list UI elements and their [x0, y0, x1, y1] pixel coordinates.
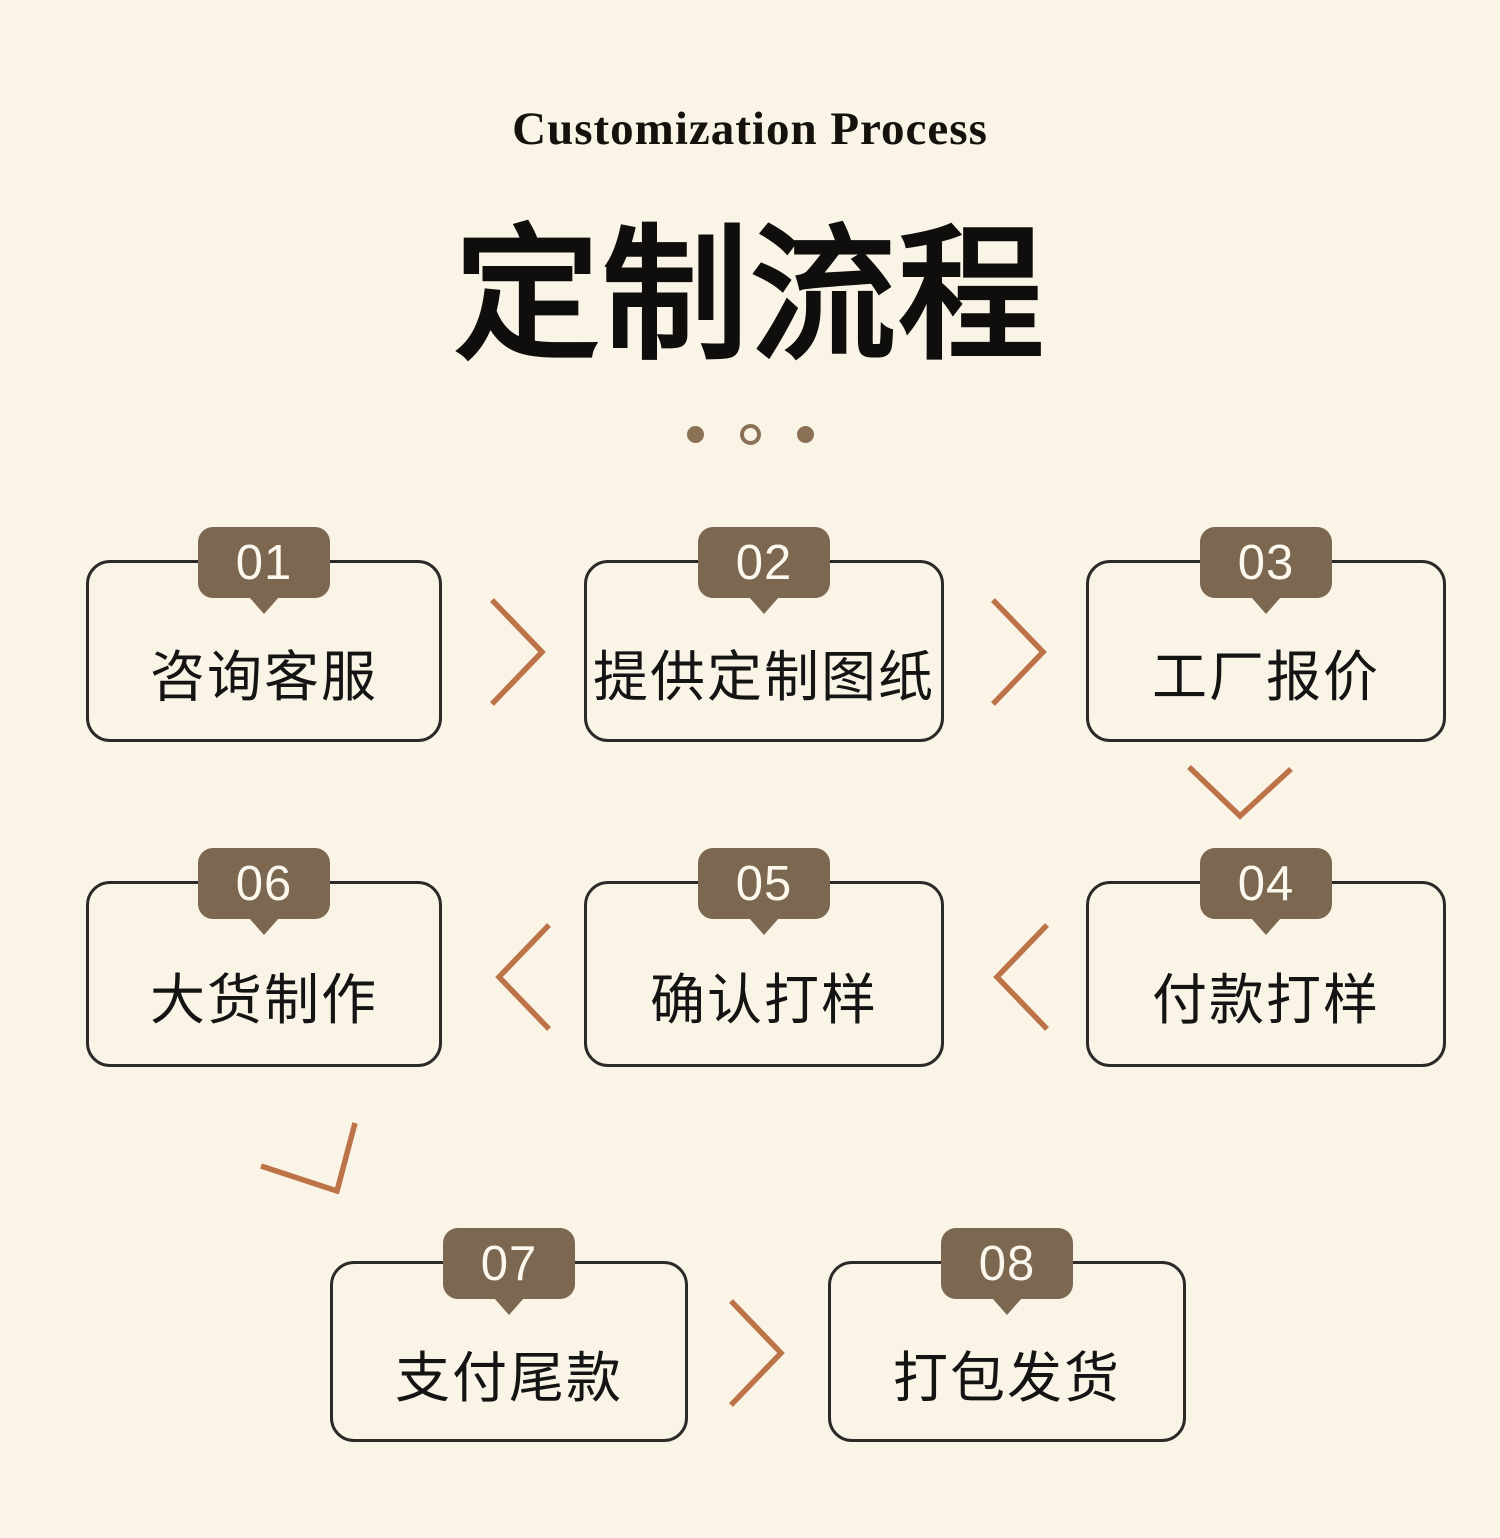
step-number-badge: 08 [941, 1228, 1073, 1299]
step-card-01: 01 咨询客服 [86, 527, 442, 742]
step-number-badge: 04 [1200, 848, 1332, 919]
step-number: 05 [735, 856, 793, 911]
step-number-badge: 01 [198, 527, 330, 598]
step-label: 支付尾款 [394, 1346, 623, 1409]
step-card-02: 02 提供定制图纸 [584, 527, 944, 742]
chevron-left-icon [992, 922, 1050, 1032]
dots-decoration [0, 424, 1500, 445]
step-card-06: 06 大货制作 [86, 848, 442, 1067]
chevron-right-icon [990, 597, 1048, 707]
step-label: 确认打样 [649, 969, 878, 1031]
step-number-badge: 02 [698, 527, 830, 598]
step-card-07: 07 支付尾款 [330, 1228, 688, 1442]
chevron-right-icon [489, 597, 547, 707]
step-number: 03 [1237, 535, 1295, 590]
step-number-badge: 05 [698, 848, 830, 919]
chevron-right-icon [728, 1298, 786, 1408]
chevron-left-icon [494, 922, 552, 1032]
step-number: 02 [735, 535, 793, 590]
step-label: 付款打样 [1151, 969, 1380, 1031]
dot-outline-icon [739, 424, 761, 445]
step-number: 07 [480, 1236, 538, 1291]
page-subtitle-english: Customization Process [512, 103, 988, 155]
step-label: 提供定制图纸 [592, 646, 935, 708]
chevron-down-left-icon [256, 1118, 360, 1194]
step-label: 咨询客服 [149, 646, 378, 708]
step-card-04: 04 付款打样 [1086, 848, 1446, 1067]
dot-filled-icon [796, 426, 814, 443]
step-number: 04 [1237, 856, 1295, 911]
step-label: 大货制作 [149, 969, 378, 1031]
step-label: 打包发货 [892, 1346, 1121, 1409]
dot-filled-icon [686, 426, 704, 443]
step-card-03: 03 工厂报价 [1086, 527, 1446, 742]
step-number: 08 [978, 1236, 1036, 1291]
step-number-badge: 06 [198, 848, 330, 919]
step-number-badge: 03 [1200, 527, 1332, 598]
page-title: 定制流程 [454, 214, 1046, 377]
chevron-down-icon [1186, 764, 1294, 820]
step-label: 工厂报价 [1151, 646, 1380, 708]
step-number-badge: 07 [443, 1228, 575, 1299]
step-number: 06 [235, 856, 293, 911]
step-card-05: 05 确认打样 [584, 848, 944, 1067]
step-card-08: 08 打包发货 [828, 1228, 1186, 1442]
step-number: 01 [235, 535, 293, 590]
